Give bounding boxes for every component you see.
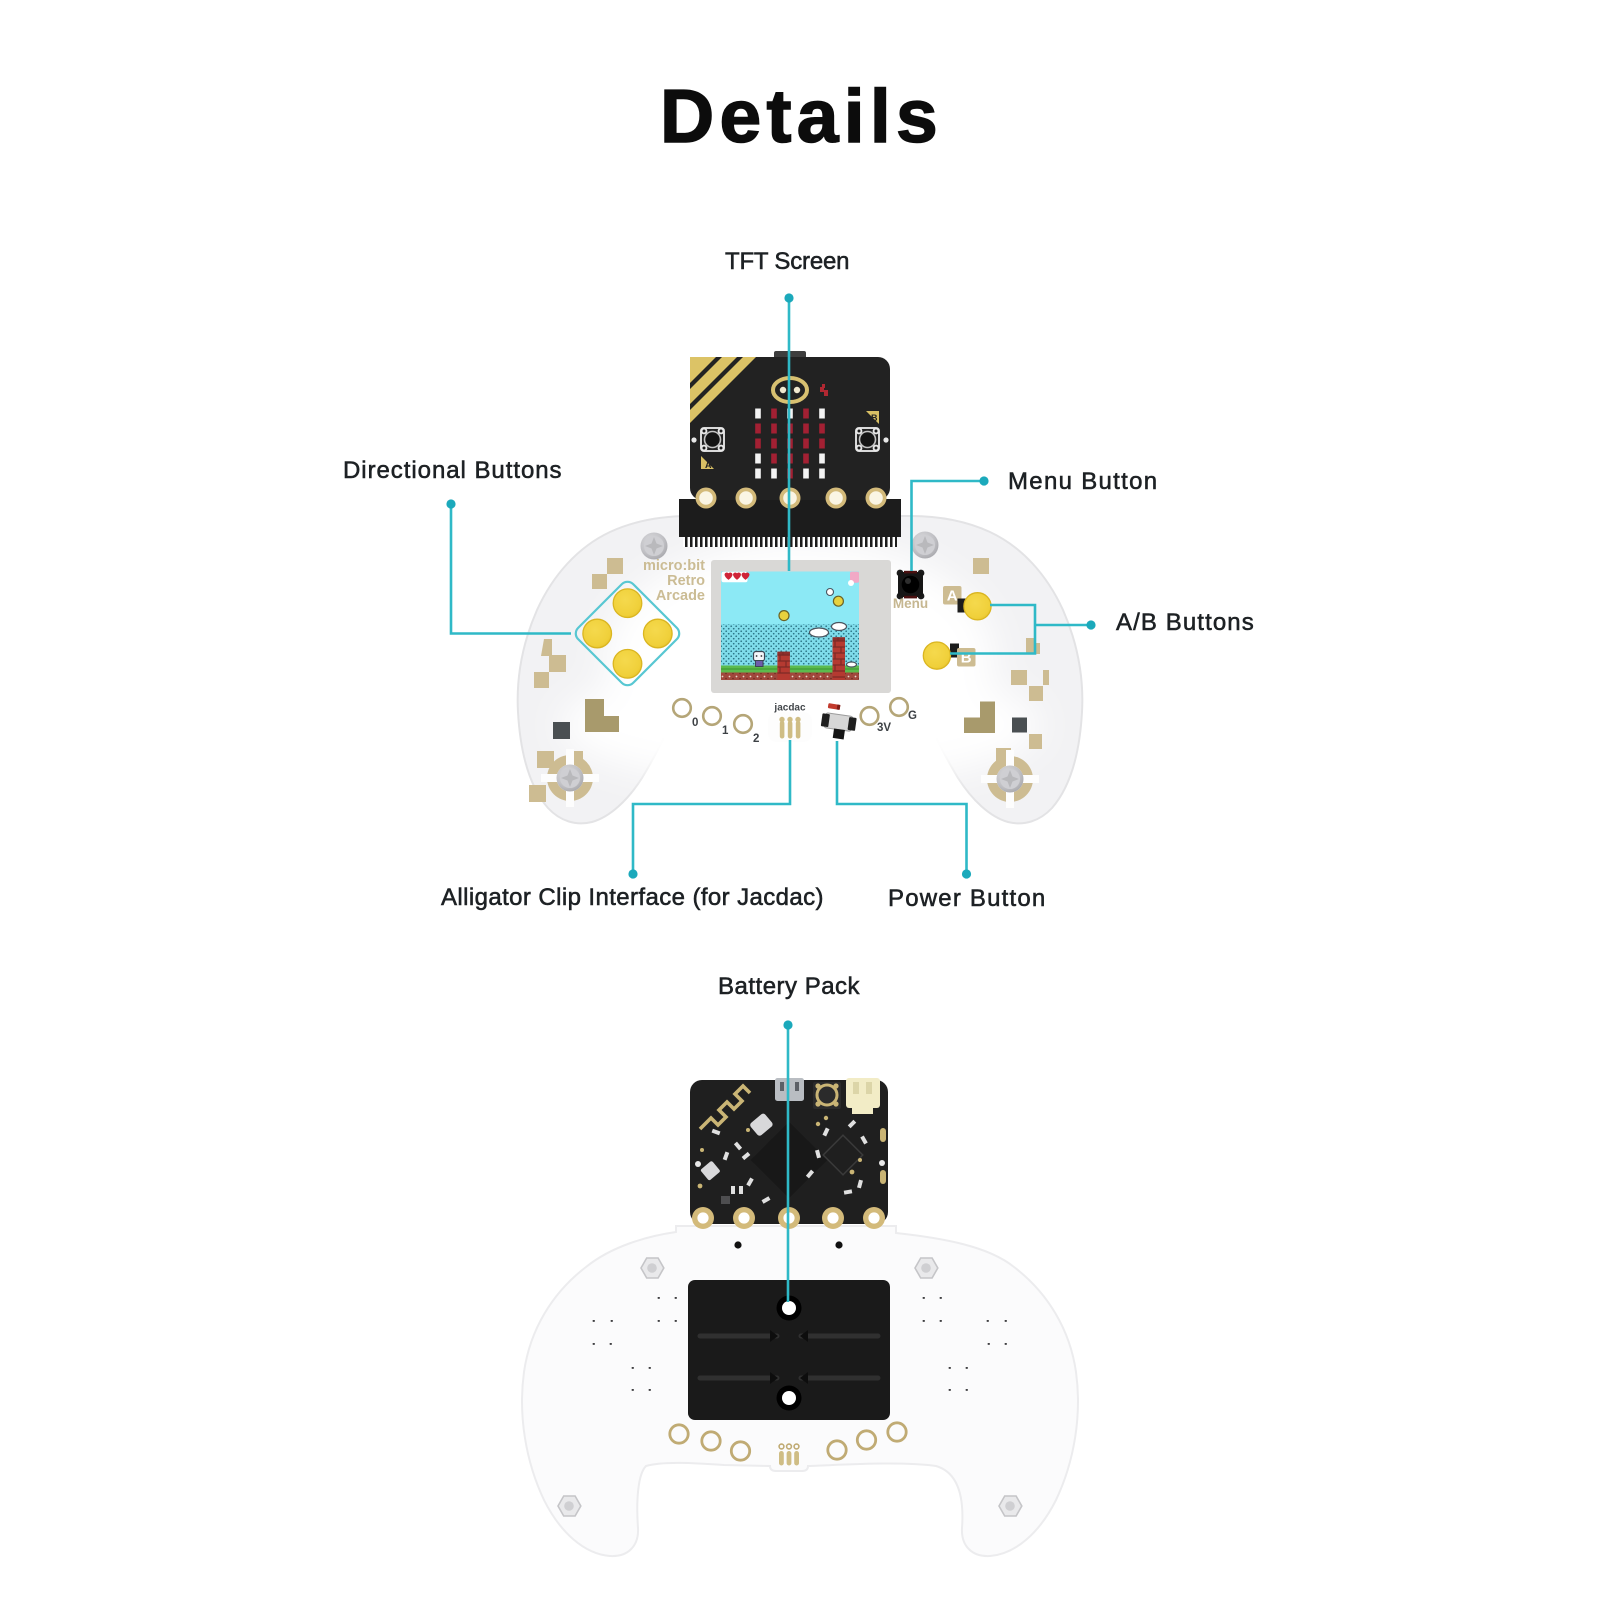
svg-text:Menu: Menu [893, 596, 928, 611]
svg-text:Retro: Retro [667, 573, 705, 589]
svg-text:2: 2 [753, 733, 759, 745]
svg-text:3V: 3V [877, 722, 891, 734]
svg-text:0: 0 [692, 717, 698, 729]
svg-text:G: G [908, 710, 917, 722]
svg-text:Arcade: Arcade [656, 588, 705, 604]
svg-text:jacdac: jacdac [773, 703, 806, 714]
svg-text:A: A [705, 460, 712, 470]
svg-text:micro:bit: micro:bit [643, 558, 705, 574]
svg-text:B: B [871, 413, 878, 423]
svg-text:1: 1 [722, 725, 729, 737]
svg-text:B: B [961, 650, 972, 667]
svg-text:A: A [947, 588, 958, 605]
